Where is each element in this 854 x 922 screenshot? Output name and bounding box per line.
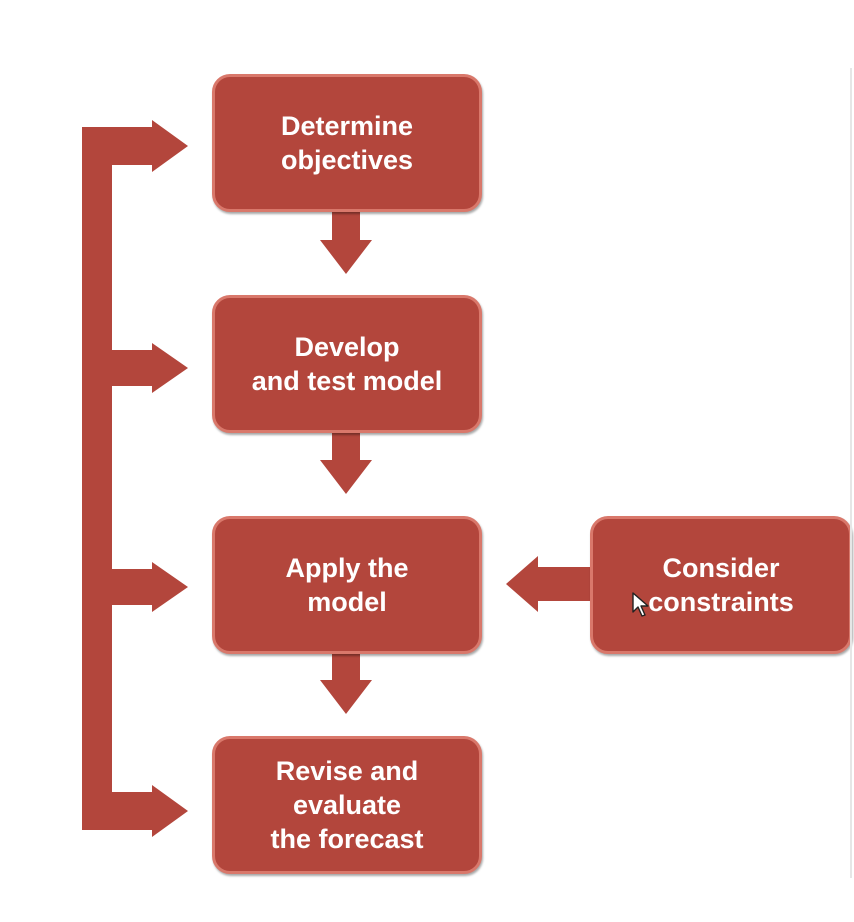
slide-edge-divider [850,68,852,878]
step-develop-test-model: Develop and test model [212,295,482,433]
step-label: Determine objectives [280,111,414,175]
step-revise-evaluate: Revise and evaluate the forecast [212,736,482,874]
down-arrow-2 [320,433,372,494]
feedback-arrow-1 [82,120,188,172]
feedback-arrow-4 [82,785,188,837]
side-input-label: Consider constraints [648,553,794,617]
down-arrow-1 [320,212,372,274]
mouse-pointer-icon [632,592,649,617]
step-label: Revise and evaluate the forecast [270,756,424,854]
down-arrow-3 [320,654,372,714]
side-input-consider-constraints: Consider constraints [590,516,852,654]
step-label: Develop and test model [251,332,443,396]
feedback-arrow-2 [110,343,188,393]
constraints-arrow [506,556,592,612]
step-apply-model: Apply the model [212,516,482,654]
step-label: Apply the model [285,553,409,617]
step-determine-objectives: Determine objectives [212,74,482,212]
feedback-loop-bar [82,127,112,830]
feedback-arrow-3 [110,562,188,612]
